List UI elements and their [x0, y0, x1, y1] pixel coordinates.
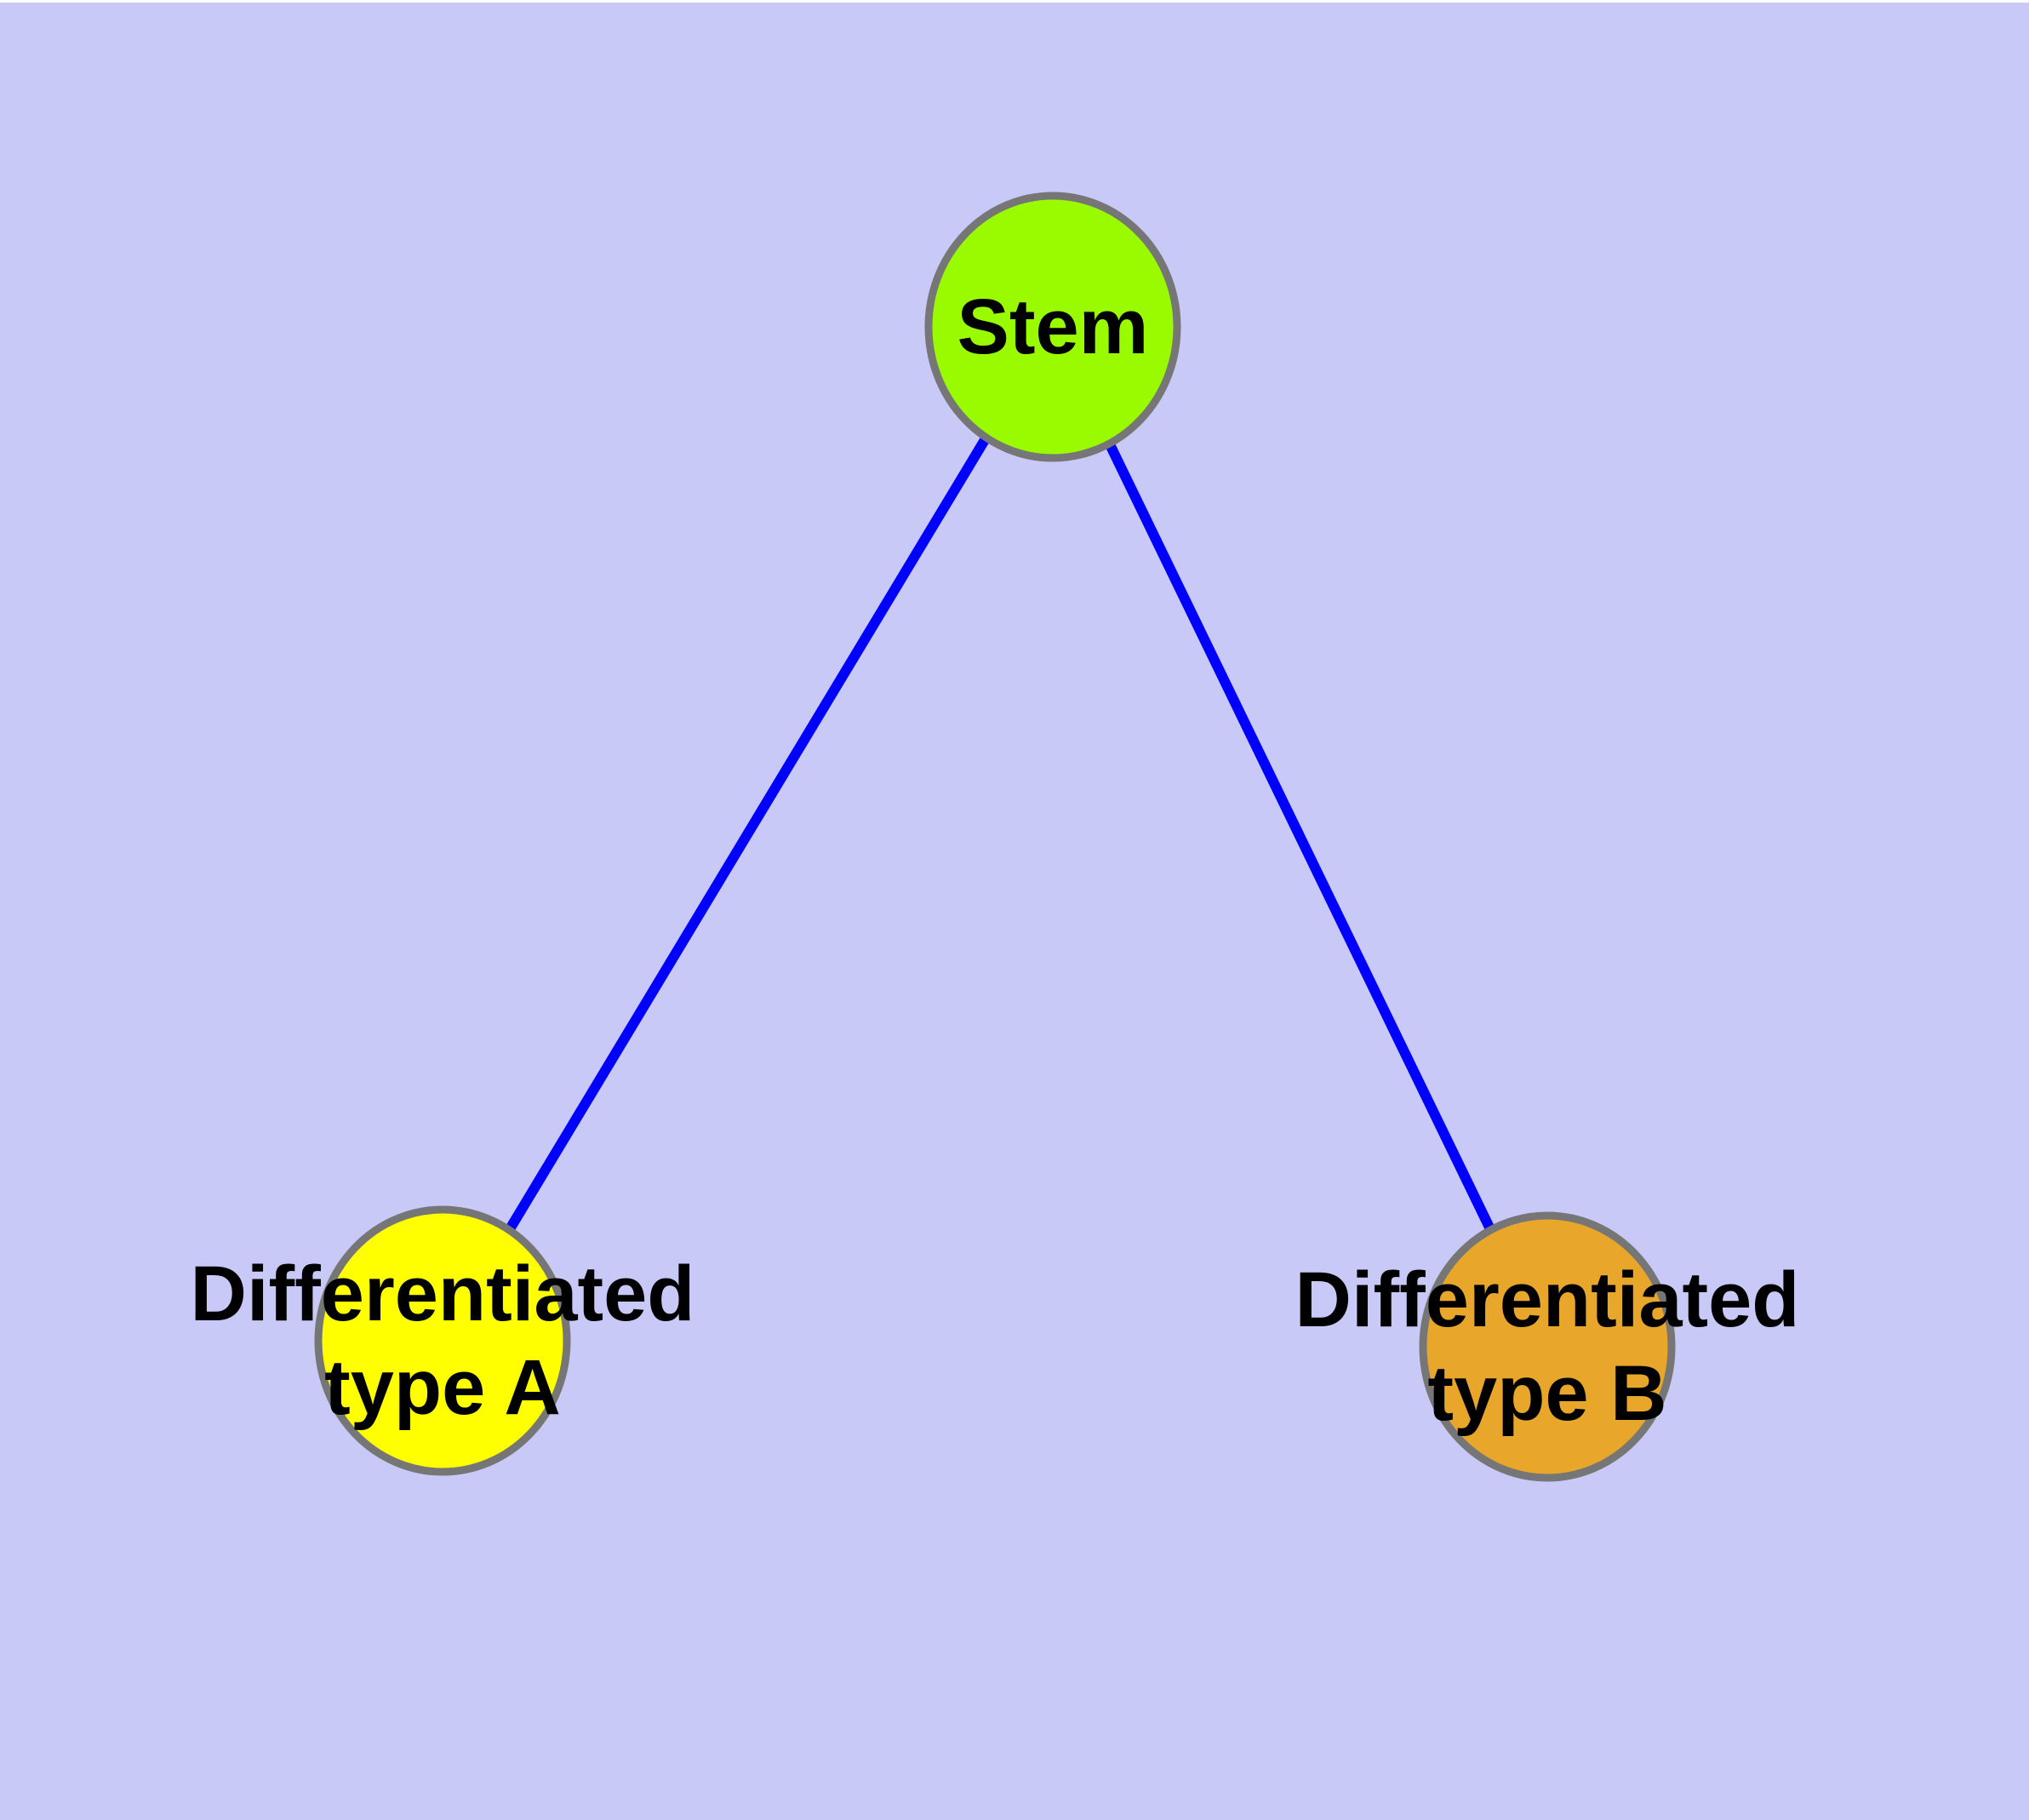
node-label-line: type B: [1427, 1350, 1667, 1437]
node-label-line: Stem: [957, 283, 1149, 370]
edge-stem-to-type-a: [437, 322, 1058, 1346]
top-edge-strip: [0, 0, 2029, 3]
edge-stem-to-type-b: [1048, 322, 1552, 1352]
node-label-line: type A: [324, 1344, 561, 1431]
node-stem-circle: [924, 192, 1181, 462]
node-label-line: Differentiated: [1295, 1256, 1800, 1343]
node-label-line: Differentiated: [190, 1251, 695, 1337]
node-type-a-label: Differentiated type A: [191, 1247, 695, 1434]
node-type-b-label: Differentiated type B: [1295, 1253, 1800, 1440]
node-type-b-circle: [1419, 1211, 1676, 1482]
node-type-a-circle: [314, 1205, 571, 1476]
node-stem-label: Stem: [957, 280, 1149, 374]
